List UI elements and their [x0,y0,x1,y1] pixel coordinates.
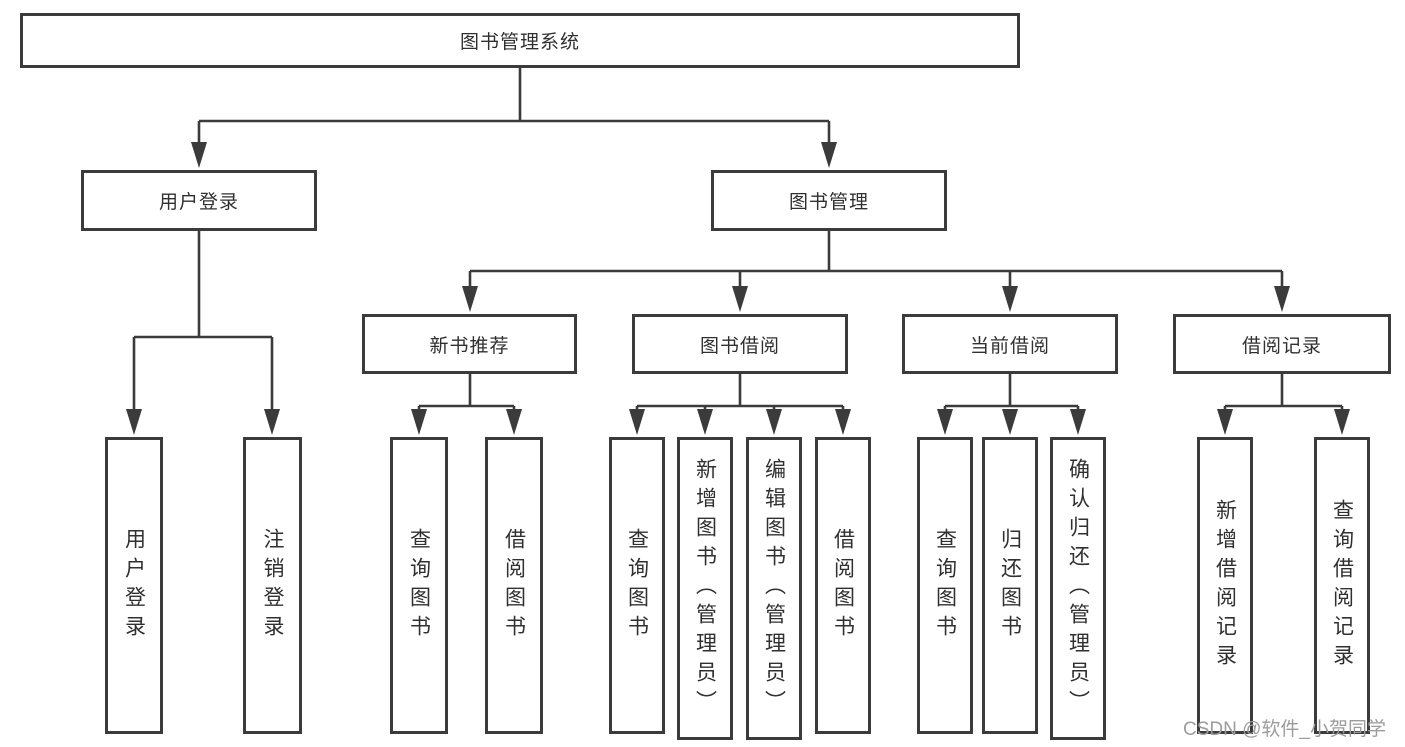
leaf-borrow-book-2: 借阅图书 [815,437,871,734]
leaf-query-book-2: 查询图书 [609,437,665,734]
leaf-add-borrow-record: 新增借阅记录 [1197,437,1253,734]
leaf-query-book-3: 查询图书 [917,437,973,734]
leaf-edit-book-admin-label: 编辑图书（管理员） [762,458,786,719]
leaf-query-book-1-label: 查询图书 [407,527,431,644]
leaf-query-book-2-label: 查询图书 [625,527,649,644]
node-book-borrow: 图书借阅 [632,314,848,374]
node-root-label: 图书管理系统 [459,32,580,53]
node-borrow-records: 借阅记录 [1173,314,1391,374]
leaf-user-login: 用户登录 [105,437,163,734]
leaf-query-borrow-record: 查询借阅记录 [1314,437,1370,734]
leaf-logout-label: 注销登录 [261,527,284,644]
node-book-borrow-label: 图书借阅 [699,335,780,357]
node-book-management: 图书管理 [711,170,947,231]
leaf-return-book: 归还图书 [982,437,1038,734]
arrowheads [126,142,1350,435]
leaf-confirm-return-admin-label: 确认归还（管理员） [1066,458,1090,719]
node-book-management-label: 图书管理 [788,192,869,213]
leaf-add-borrow-record-label: 新增借阅记录 [1213,498,1237,673]
leaf-query-book-3-label: 查询图书 [933,527,957,644]
leaf-confirm-return-admin: 确认归还（管理员） [1050,437,1106,740]
watermark: CSDN @软件_小贺同学 [1183,719,1386,740]
leaf-borrow-book-1: 借阅图书 [485,437,543,734]
leaf-user-login-label: 用户登录 [122,527,146,644]
leaf-query-borrow-record-label: 查询借阅记录 [1330,498,1354,673]
node-root: 图书管理系统 [20,13,1020,68]
leaf-borrow-book-1-label: 借阅图书 [502,527,526,644]
leaf-borrow-book-2-label: 借阅图书 [831,527,855,644]
node-user-login: 用户登录 [81,170,317,231]
node-current-borrow-label: 当前借阅 [969,335,1050,357]
leaf-add-book-admin-label: 新增图书（管理员） [693,458,717,719]
node-new-book-recommend-label: 新书推荐 [429,335,510,357]
leaf-edit-book-admin: 编辑图书（管理员） [746,437,802,740]
leaf-add-book-admin: 新增图书（管理员） [677,437,733,740]
leaf-logout: 注销登录 [243,437,302,734]
leaf-return-book-label: 归还图书 [998,527,1022,644]
node-borrow-records-label: 借阅记录 [1241,335,1322,357]
node-new-book-recommend: 新书推荐 [362,314,577,374]
leaf-query-book-1: 查询图书 [390,437,448,734]
node-current-borrow: 当前借阅 [902,314,1118,374]
node-user-login-label: 用户登录 [158,192,239,213]
